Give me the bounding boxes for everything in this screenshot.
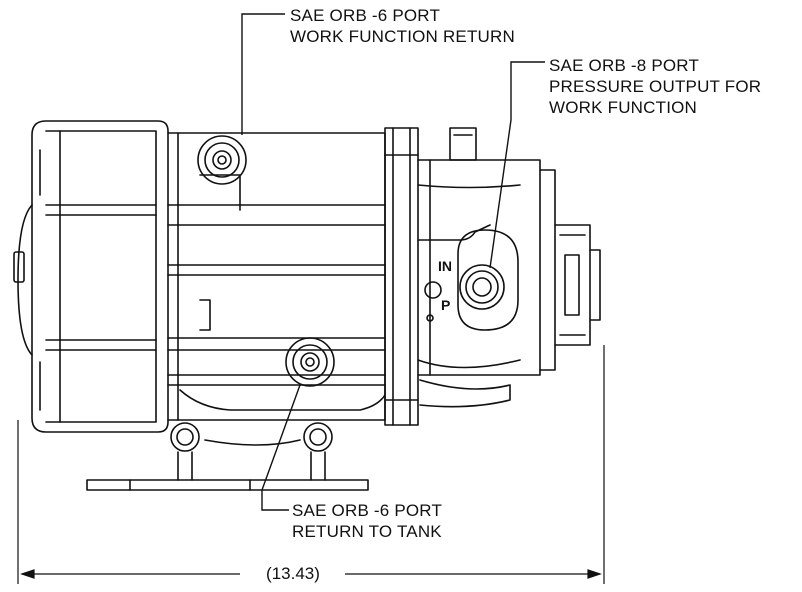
dimension-arrow-left <box>20 569 35 579</box>
leader-work-return <box>241 13 285 135</box>
leader-pressure-output <box>489 61 545 269</box>
leader-tank-return <box>261 384 301 511</box>
callout-line: PRESSURE OUTPUT FOR <box>549 77 762 96</box>
callout-work-function-return: SAE ORB -6 PORT WORK FUNCTION RETURN <box>290 5 515 47</box>
mounting-flange <box>384 127 419 426</box>
callout-line: SAE ORB -8 PORT <box>549 56 700 75</box>
motor-body <box>167 132 386 421</box>
port-label-p: P <box>441 297 451 313</box>
dimension-overall-length: (13.43) <box>243 564 343 584</box>
leader-lines <box>241 13 545 511</box>
pump-housing <box>417 127 541 408</box>
callout-pressure-output: SAE ORB -8 PORT PRESSURE OUTPUT FOR WORK… <box>549 55 761 118</box>
rear-cap-connector <box>539 169 601 371</box>
motor-end-cap <box>13 120 169 433</box>
mounting-feet <box>86 422 369 491</box>
callout-return-to-tank: SAE ORB -6 PORT RETURN TO TANK <box>292 500 442 542</box>
dimension-arrow-right <box>587 569 602 579</box>
callout-line: SAE ORB -6 PORT <box>290 6 441 25</box>
callout-line: WORK FUNCTION <box>549 98 698 117</box>
work-return-port <box>197 135 247 185</box>
callout-line: RETURN TO TANK <box>292 522 442 541</box>
tank-return-port <box>285 337 335 387</box>
callout-line: WORK FUNCTION RETURN <box>290 27 515 46</box>
pressure-output-port <box>457 229 519 331</box>
port-label-in: IN <box>438 258 452 274</box>
dimension-number: 13.43 <box>271 564 315 583</box>
overall-dimension <box>17 345 605 584</box>
callout-line: SAE ORB -6 PORT <box>292 501 443 520</box>
